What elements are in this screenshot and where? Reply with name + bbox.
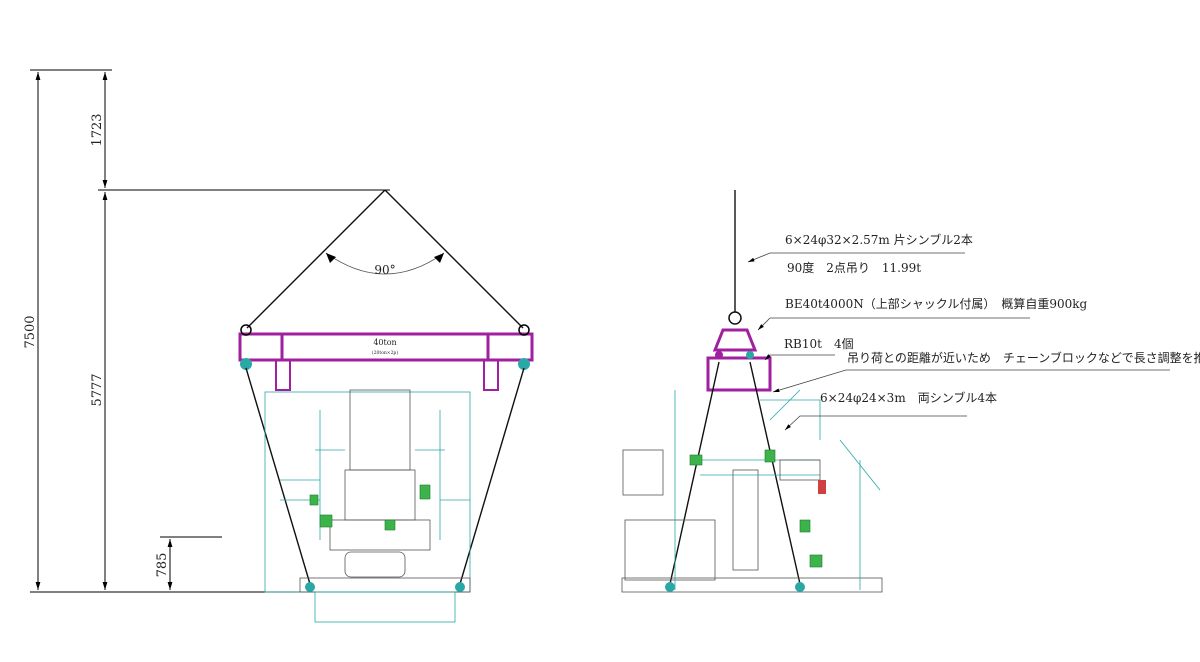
side-view xyxy=(621,190,1170,593)
equipment-front xyxy=(264,389,471,623)
angle-arc xyxy=(325,252,445,275)
dim-total-height: 7500 xyxy=(23,315,38,348)
dim-lower-height: 5777 xyxy=(90,373,105,406)
annotation-lift-spec: 90度 2点吊り 11.99t xyxy=(787,260,921,275)
spreader-frame xyxy=(706,328,772,392)
dim-upper-height: 1723 xyxy=(90,113,105,146)
equipment-side xyxy=(621,389,883,593)
annotation-leaders xyxy=(747,252,1170,431)
front-view: 90° 40ton (20ton×2p) xyxy=(238,189,534,623)
annotation-sling-lower: 6×24φ24×3m 両シンブル4本 xyxy=(820,390,997,405)
dim-base-height: 785 xyxy=(155,553,170,578)
shackle xyxy=(728,311,742,325)
beam-sub-label: (20ton×2p) xyxy=(372,349,398,356)
annotation-shackle-spec: RB10t 4個 xyxy=(784,337,854,351)
spreader-beam xyxy=(238,324,534,391)
dimension-lines xyxy=(30,69,470,593)
annotation-note: 吊り荷との距離が近いため チェーンブロックなどで長さ調整を推奨 xyxy=(847,350,1200,365)
annotation-sling-upper: 6×24φ32×2.57m 片シンブル2本 xyxy=(785,232,973,247)
annotation-beam-spec: BE40t4000N（上部シャックル付属） 概算自重900kg xyxy=(785,296,1088,311)
angle-label: 90° xyxy=(374,263,395,277)
beam-capacity: 40ton xyxy=(373,338,396,347)
